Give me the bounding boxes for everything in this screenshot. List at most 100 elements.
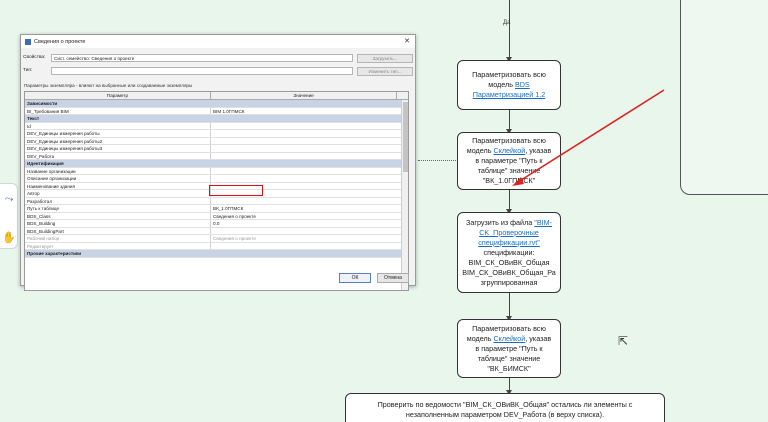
step-text: , указав в параметре "Путь к таблице" зн… xyxy=(475,333,552,373)
dialog-title: Сведения о проекте xyxy=(34,38,86,45)
props-family-select[interactable]: Сист. семейство: Сведения о проекте xyxy=(51,54,353,62)
cancel-button[interactable]: Отмена xyxy=(377,273,409,283)
param-name-cell: DEV_Работа xyxy=(25,152,211,159)
bds-link[interactable]: BDS Параметризацией 1.2 xyxy=(472,80,546,99)
flow-step-check-schedule[interactable]: Проверить по ведомости "BIM_СК_ОВиВК_Общ… xyxy=(345,393,665,422)
right-group-panel xyxy=(680,0,768,195)
param-name-cell: Редактирует xyxy=(25,242,211,249)
connector-line xyxy=(509,0,510,60)
param-name-cell: BDS_BuildingPart xyxy=(25,227,211,234)
table-row[interactable]: Редактирует xyxy=(25,242,408,250)
skleika-link[interactable]: Склейкой xyxy=(493,146,526,155)
flow-step-load-specs[interactable]: Загрузить из файла "BIM-CK_Проверочные с… xyxy=(457,212,561,293)
flow-step-parametrize-skleika-2[interactable]: Параметризовать всю модель Склейкой, ука… xyxy=(457,319,561,378)
step-text: Загрузить из файла xyxy=(466,217,535,227)
instance-params-caption: Параметры экземпляра - влияют на выбранн… xyxy=(24,83,193,88)
param-name-cell: DEV_Единицы измерения работы xyxy=(25,130,211,137)
connector-icon[interactable]: ⤳ xyxy=(4,192,14,205)
table-row[interactable]: BDS_BuildingPart xyxy=(25,227,408,235)
param-value-cell[interactable]: Сведения о проекте xyxy=(213,213,256,219)
connector-line xyxy=(509,190,510,212)
param-name-cell: Зависимости xyxy=(27,101,58,106)
param-name-cell: Текст xyxy=(27,116,40,121)
close-icon[interactable]: ✕ xyxy=(404,38,410,45)
step-text: спецификации: BIM_СК_ОВиВК_Общая BIM_СК_… xyxy=(462,247,556,287)
hand-icon[interactable]: ✋ xyxy=(2,231,16,244)
table-row[interactable]: Id xyxy=(25,122,408,130)
ok-button[interactable]: ОК xyxy=(339,273,371,283)
type-select[interactable] xyxy=(51,67,353,75)
arrow-head xyxy=(506,316,512,321)
param-name-cell: Идентификация xyxy=(27,161,64,166)
param-value-cell[interactable]: 0.0 xyxy=(213,221,220,226)
flow-step-parametrize-bds[interactable]: Параметризовать всю модель BDS Параметри… xyxy=(457,60,561,110)
connector-line xyxy=(509,293,510,319)
param-name-cell: DEV_Единицы измерения работы3 xyxy=(25,145,211,152)
arrow-head xyxy=(506,129,512,134)
step-text: Параметризовать всю модель xyxy=(466,323,546,343)
table-row[interactable]: Разработал xyxy=(25,197,408,205)
param-name-cell: Прочие характеристики xyxy=(27,251,82,256)
table-row[interactable]: DEV_Единицы измерения работы3 xyxy=(25,145,408,153)
table-row[interactable]: DEV_Единицы измерения работы2 xyxy=(25,137,408,145)
arrow-head xyxy=(506,57,512,62)
table-row[interactable]: DEV_Единицы измерения работы xyxy=(25,130,408,138)
table-row[interactable]: Описание организации xyxy=(25,175,408,183)
param-name-cell: BI_Требования BIM xyxy=(25,107,211,114)
table-row[interactable]: DEV_Работа xyxy=(25,152,408,160)
group-row[interactable]: Текст xyxy=(25,115,408,123)
props-label: Свойства: xyxy=(23,55,46,60)
edit-type-button[interactable]: Изменить тип... xyxy=(357,67,413,76)
scroll-thumb[interactable] xyxy=(403,102,408,172)
param-name-cell: Разработал xyxy=(25,197,211,204)
param-name-cell: Описание организации xyxy=(25,175,211,182)
param-name-cell: Название организации xyxy=(25,167,211,174)
param-name-cell: DEV_Единицы измерения работы2 xyxy=(25,137,211,144)
dialog-titlebar: Сведения о проекте xyxy=(21,35,415,48)
skleika-link[interactable]: Склейкой xyxy=(493,333,526,343)
param-name-cell: BDS_Building xyxy=(25,220,211,227)
table-header: Параметр Значение xyxy=(25,92,408,100)
canvas-toolbar: ⤳ ✋ xyxy=(0,183,18,249)
param-value-cell[interactable]: BIM 1.0ГПМСК xyxy=(213,108,245,114)
param-value-cell[interactable]: ВК_1.0ГПМСК xyxy=(213,206,244,211)
param-name-cell: Путь к таблице xyxy=(25,205,211,212)
step-text: Параметризовать всю модель xyxy=(466,136,546,155)
app-icon xyxy=(25,38,31,45)
connector-line xyxy=(509,378,510,393)
group-row[interactable]: Зависимости xyxy=(25,100,408,108)
column-header[interactable]: Параметр xyxy=(25,92,211,99)
vertical-scrollbar[interactable] xyxy=(401,100,408,290)
param-name-cell: Id xyxy=(25,122,211,129)
step-text: Проверить по ведомости "BIM_СК_ОВиВК_Общ… xyxy=(377,400,633,419)
param-name-cell: Рабочий набор xyxy=(25,235,211,242)
dotted-connector xyxy=(418,160,458,161)
group-row[interactable]: Идентификация xyxy=(25,160,408,168)
table-row[interactable]: Автор xyxy=(25,190,408,198)
table-row[interactable]: Название организации xyxy=(25,167,408,175)
param-value-cell[interactable]: Сведения о проекте xyxy=(213,236,256,241)
mouse-cursor-icon: ⇱ xyxy=(618,334,629,348)
flow-step-parametrize-skleika-1[interactable]: Параметризовать всю модель Склейкой, ука… xyxy=(457,132,561,190)
step-text: , указав в параметре "Путь к таблице" зн… xyxy=(475,146,552,185)
specs-file-link[interactable]: "BIM-CK_Проверочные спецификации.rvt" xyxy=(478,217,552,247)
type-label: Тип: xyxy=(23,68,33,73)
group-row[interactable]: Прочие характеристики xyxy=(25,250,408,258)
highlight-box xyxy=(209,185,263,196)
step-text: Параметризовать всю модель xyxy=(472,70,546,89)
column-header[interactable]: Значение xyxy=(211,92,397,99)
load-button[interactable]: Загрузить... xyxy=(357,54,413,63)
connector-line xyxy=(509,110,510,132)
param-name-cell: Автор xyxy=(25,190,211,197)
param-name-cell: BDS_Class xyxy=(25,212,211,219)
project-info-dialog: Сведения о проекте ✕ Свойства: Сист. сем… xyxy=(20,34,416,291)
arrow-head xyxy=(506,209,512,214)
arrow-head xyxy=(506,390,512,395)
